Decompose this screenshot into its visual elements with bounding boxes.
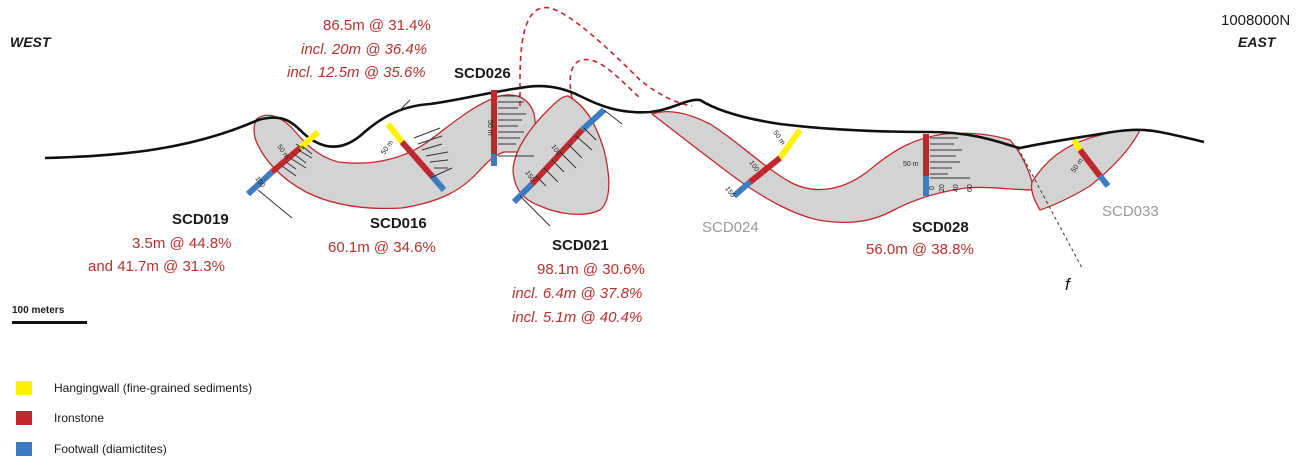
- hole-label-scd021: SCD021: [552, 237, 609, 254]
- result-scd016-1: 60.1m @ 34.6%: [328, 239, 436, 256]
- drillhole-scd016: [385, 122, 447, 192]
- legend-swatch-hangingwall: [16, 381, 32, 395]
- result-scd026-1: 86.5m @ 31.4%: [323, 17, 431, 34]
- legend-item-hangingwall: Hangingwall (fine-grained sediments): [16, 380, 252, 396]
- hole-label-scd019: SCD019: [172, 211, 229, 228]
- depth-mark-scd026-50: 50 m: [486, 120, 493, 136]
- scale-bar-label: 100 meters: [12, 305, 65, 316]
- legend-swatch-ironstone: [16, 411, 32, 425]
- hole-label-scd024: SCD024: [702, 219, 759, 236]
- depth-mark-scd016-50: 50 m: [380, 139, 395, 156]
- legend-item-ironstone: Ironstone: [16, 410, 104, 426]
- grade-histogram-scd028: [930, 137, 970, 179]
- drillhole-scd033: [1071, 138, 1111, 188]
- projected-fold-trace: [519, 6, 693, 107]
- grade-tick-0: 0: [929, 186, 936, 190]
- northing-label: 1008000N: [1221, 12, 1290, 29]
- result-scd021-3: incl. 5.1m @ 40.4%: [512, 309, 642, 326]
- depth-mark-scd024-150: 150: [723, 186, 735, 200]
- drillhole-scd019: [245, 129, 320, 197]
- hole-label-scd016: SCD016: [370, 215, 427, 232]
- grade-histogram-scd026: [498, 95, 534, 157]
- depth-mark-scd024-50: 50 m: [771, 130, 786, 147]
- depth-mark-scd028-50: 50 m: [903, 161, 919, 168]
- result-scd019-1: 3.5m @ 44.8%: [132, 235, 231, 252]
- result-scd026-3: incl. 12.5m @ 35.6%: [287, 64, 426, 81]
- legend-label-hangingwall: Hangingwall (fine-grained sediments): [54, 381, 253, 395]
- drillhole-scd024: [732, 128, 803, 199]
- grade-histogram-scd021: [519, 109, 623, 227]
- result-scd021-1: 98.1m @ 30.6%: [537, 261, 645, 278]
- result-scd021-2: incl. 6.4m @ 37.8%: [512, 285, 642, 302]
- grade-tick-20: 20: [939, 184, 946, 192]
- legend-swatch-footwall: [16, 442, 32, 456]
- topography-line: [44, 84, 1205, 160]
- fault-line: [1017, 147, 1083, 269]
- grade-tick-40: 40: [953, 184, 960, 192]
- legend-label-ironstone: Ironstone: [54, 411, 105, 425]
- drillhole-scd021: [511, 107, 607, 205]
- fault-label: f: [1065, 275, 1072, 294]
- east-label: EAST: [1238, 34, 1277, 50]
- west-label: WEST: [10, 34, 52, 50]
- grade-tick-60: 60: [967, 184, 974, 192]
- grade-histogram-scd019: [257, 143, 313, 219]
- result-scd028-1: 56.0m @ 38.8%: [866, 241, 974, 258]
- hole-label-scd033: SCD033: [1102, 203, 1159, 220]
- grade-histogram-scd016: [397, 99, 453, 179]
- orebody-far-east: [1030, 128, 1141, 211]
- legend-label-footwall: Footwall (diamictites): [54, 442, 167, 456]
- hole-label-scd028: SCD028: [912, 219, 969, 236]
- legend-item-footwall: Footwall (diamictites): [16, 441, 167, 457]
- hole-label-scd026: SCD026: [454, 65, 511, 82]
- result-scd019-2: and 41.7m @ 31.3%: [88, 258, 225, 275]
- orebody-east: [650, 110, 1035, 224]
- result-scd026-2: incl. 20m @ 36.4%: [301, 41, 427, 58]
- scale-bar: [12, 321, 87, 324]
